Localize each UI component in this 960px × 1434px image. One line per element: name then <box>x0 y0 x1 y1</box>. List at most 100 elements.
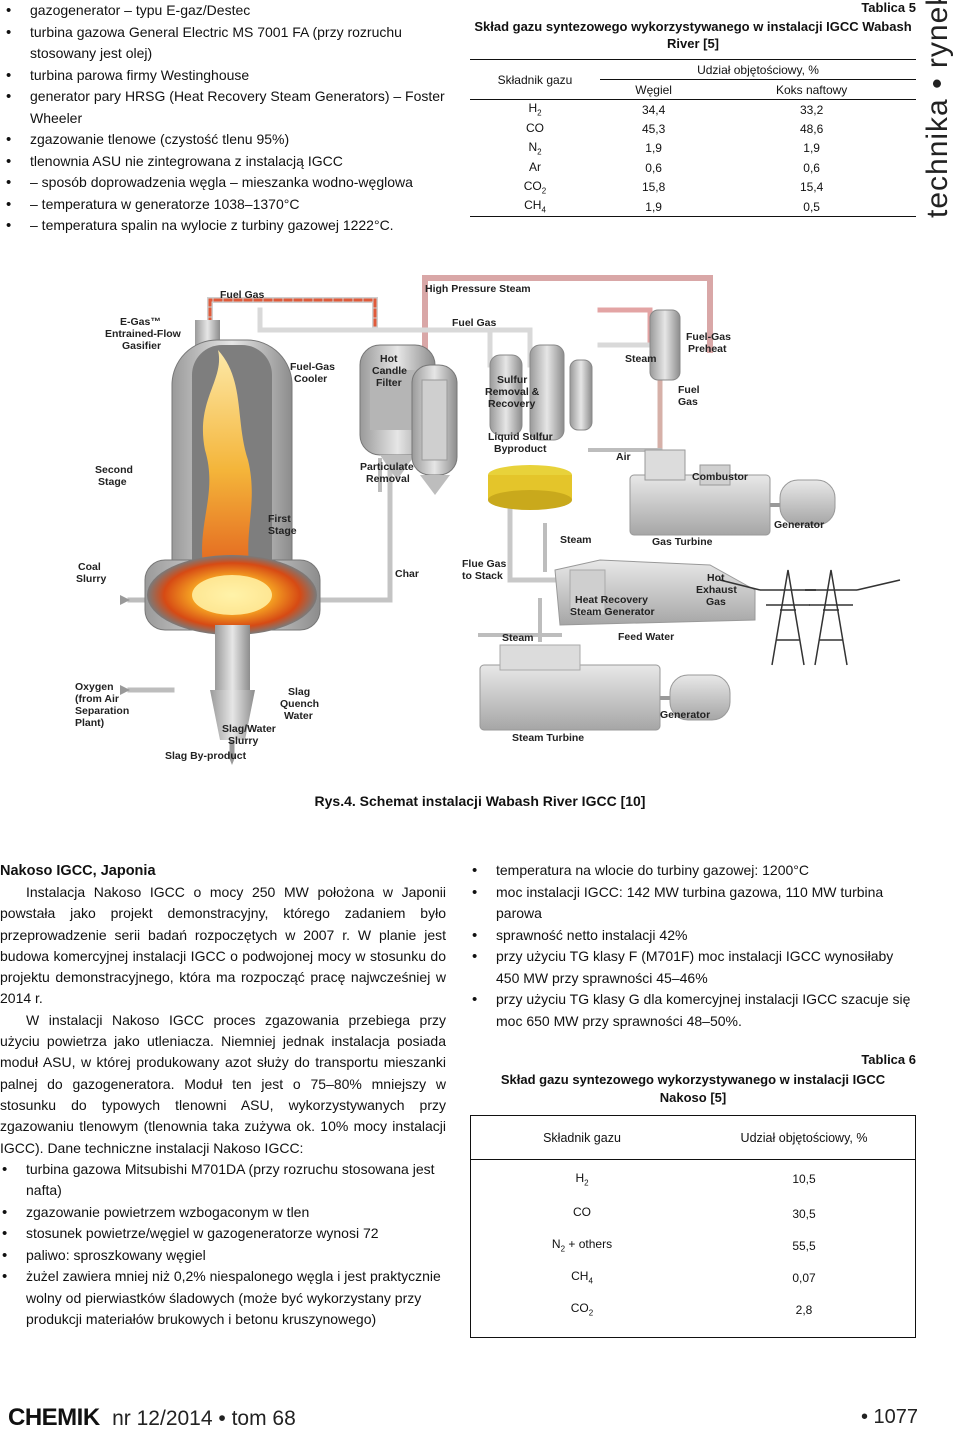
label-slag-quench-1: Slag <box>288 686 310 698</box>
table-5-cell-component: CO <box>470 119 600 139</box>
footer-page: • 1077 <box>860 1406 918 1428</box>
table-row: Ar 0,6 0,6 <box>470 158 916 178</box>
transmission-tower <box>719 569 901 666</box>
label-fuel-right-2: Gas <box>678 396 698 408</box>
table-6-padding-cell <box>471 1326 916 1338</box>
table-5-cell-coal: 0,6 <box>645 160 662 175</box>
label-particulate-1: Particulate <box>360 461 414 473</box>
table-5-cell-coke: 0,5 <box>803 199 820 214</box>
nakoso-spec-list: turbina gazowa Mitsubishi M701DA (przy r… <box>0 1159 446 1331</box>
label-sulfur-3: Recovery <box>488 398 535 410</box>
label-slag-water-2: Slurry <box>228 735 259 747</box>
spec-list-item: tlenownia ASU nie zintegrowana z instala… <box>4 151 452 173</box>
label-combustor: Combustor <box>692 471 748 483</box>
label-slag-quench-3: Water <box>284 710 313 722</box>
label-oxygen-1: Oxygen <box>75 681 114 693</box>
table-5: Tablica 5 Skład gazu syntezowego wykorzy… <box>470 0 916 217</box>
label-gas-turbine: Gas Turbine <box>652 536 713 548</box>
table-6-cell-component: N2 + others <box>471 1230 694 1262</box>
table-5-cell-coal: 45,3 <box>641 121 666 136</box>
label-sulfur-1: Sulfur <box>497 374 527 386</box>
table-5-cell-coke: 15,4 <box>799 180 824 195</box>
table-6-cell-component: H2 <box>471 1160 694 1198</box>
component-subscript: 2 <box>537 108 542 118</box>
side-label-text: technika • rynek <box>921 0 954 218</box>
paragraph-2: W instalacji Nakoso IGCC proces zgazowan… <box>0 1011 446 1156</box>
label-fuel-gas-preheat-1: Fuel-Gas <box>686 331 731 343</box>
table-6-cell-component: CO <box>471 1198 694 1230</box>
label-fuel-gas-mid: Fuel Gas <box>452 317 497 329</box>
component-name: H <box>575 1170 585 1185</box>
sulfur-removal <box>488 344 593 510</box>
table-6-cell-value: 0,07 <box>792 1270 816 1285</box>
component-subscript: 2 <box>541 186 547 196</box>
table-6-cell-component: CO2 <box>471 1294 694 1326</box>
table-5-cell-coke: 1,9 <box>803 141 820 156</box>
table-6-number: Tablica 6 <box>861 1052 916 1067</box>
spec-list-item: generator pary HRSG (Heat Recovery Steam… <box>4 86 452 129</box>
label-slag-water-1: Slag/Water <box>222 723 276 735</box>
table-6-cell-value: 30,5 <box>792 1206 816 1221</box>
component-subscript: 4 <box>588 1276 593 1286</box>
spec-list-item: – temperatura spalin na wylocie z turbin… <box>4 215 452 237</box>
label-slag-quench-2: Quench <box>280 698 319 710</box>
component-name: CO <box>570 1301 589 1316</box>
component-subscript: 2 <box>588 1308 594 1318</box>
table-5-cell-coke: 0,6 <box>803 160 820 175</box>
spec-list-item: – sposób doprowadzenia węgla – mieszanka… <box>4 172 452 194</box>
label-coal-slurry-2: Slurry <box>76 573 107 585</box>
label-hot-exhaust-1: Hot <box>707 572 725 584</box>
table-5-cell-component: CO2 <box>470 178 600 198</box>
spec-list: gazogenerator – typu E-gaz/Destecturbina… <box>4 0 452 237</box>
component-name: N <box>528 140 538 155</box>
label-steam-2: Steam <box>560 534 592 546</box>
side-label: technika • rynek <box>914 0 954 230</box>
label-fuel-right-1: Fuel <box>678 384 700 396</box>
table-6-header-share: Udział objętościowy, % <box>693 1115 916 1160</box>
label-fuel-gas: Fuel Gas <box>220 289 265 301</box>
label-slag-byproduct: Slag By-product <box>165 750 247 762</box>
label-oxygen-3: Separation <box>75 705 129 717</box>
label-air: Air <box>616 451 631 463</box>
table-5-cell-coke: 33,2 <box>799 102 824 117</box>
table-6-cell-component: CH4 <box>471 1262 694 1294</box>
label-egas-1: E-Gas™ <box>120 316 161 328</box>
table-5-grid: Składnik gazu Udział objętościowy, % Węg… <box>470 59 916 217</box>
hot-candle-filter <box>411 364 458 495</box>
nakoso-param-item: moc instalacji IGCC: 142 MW turbina gazo… <box>470 882 916 925</box>
label-hot-candle-2: Candle <box>372 365 407 377</box>
nakoso-param-item: temperatura na wlocie do turbiny gazowej… <box>470 860 916 882</box>
table-5-cell-coal: 1,9 <box>645 141 662 156</box>
table-6-cell-value: 10,5 <box>792 1171 816 1186</box>
label-second-stage-2: Stage <box>98 476 127 488</box>
table-row: CH4 0,07 <box>471 1262 916 1294</box>
table-5-cell-component: Ar <box>470 158 600 178</box>
component-name: CO <box>526 120 544 135</box>
gas-turbine <box>629 449 836 536</box>
label-flue-gas-1: Flue Gas <box>462 558 507 570</box>
label-fuel-gas-cooler-2: Cooler <box>294 373 327 385</box>
label-coal-slurry-1: Coal <box>78 561 101 573</box>
label-hot-exhaust-3: Gas <box>706 596 726 608</box>
label-hot-exhaust-2: Exhaust <box>696 584 737 596</box>
component-name: CH <box>524 198 542 213</box>
table-row: N2 1,9 1,9 <box>470 139 916 159</box>
nakoso-spec-item: turbina gazowa Mitsubishi M701DA (przy r… <box>0 1159 446 1202</box>
label-particulate-2: Removal <box>366 473 410 485</box>
component-subscript: 2 <box>584 1177 589 1187</box>
table-5-cell-component: N2 <box>470 139 600 159</box>
component-name: CO <box>573 1205 591 1220</box>
table-5-cell-coal: 34,4 <box>641 102 666 117</box>
footer-issue: nr 12/2014 • tom 68 <box>112 1407 296 1430</box>
table-5-header-component: Składnik gazu <box>470 59 600 100</box>
label-steam-1: Steam <box>625 353 657 365</box>
label-first-stage-2: Stage <box>268 525 297 537</box>
figure-caption: Rys.4. Schemat instalacji Wabash River I… <box>314 793 646 809</box>
table-5-cell-coal: 1,9 <box>645 199 662 214</box>
component-subscript: 4 <box>541 205 546 215</box>
